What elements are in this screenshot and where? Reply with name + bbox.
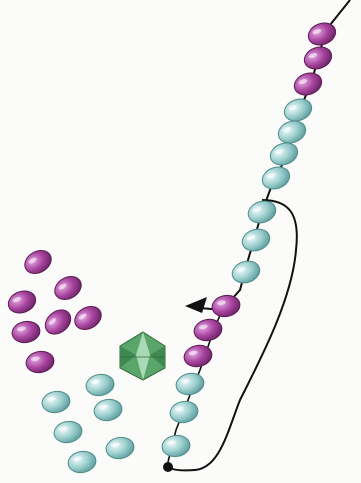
loose-bead bbox=[92, 397, 123, 423]
loose-bead bbox=[66, 449, 97, 475]
strand-bead bbox=[168, 399, 199, 425]
loose-bead bbox=[5, 287, 38, 316]
loose-bead bbox=[51, 272, 86, 304]
loose-bead bbox=[41, 305, 76, 339]
knot-dot-icon bbox=[163, 462, 173, 472]
strand-bead bbox=[291, 69, 324, 98]
strand-bead bbox=[210, 293, 241, 319]
strand-bead bbox=[161, 434, 192, 459]
strand-bead bbox=[174, 371, 206, 397]
loose-bead bbox=[52, 419, 83, 445]
loose-bead bbox=[104, 435, 135, 461]
strand-bead bbox=[239, 226, 272, 255]
strand-bead bbox=[229, 258, 262, 287]
strand-bead bbox=[275, 117, 308, 146]
arrow-left-icon bbox=[185, 297, 207, 313]
strand-bead bbox=[182, 343, 214, 369]
strand-bead bbox=[259, 163, 292, 192]
strand-bead bbox=[267, 139, 300, 168]
loose-bead bbox=[71, 302, 106, 334]
loose-bead bbox=[10, 319, 41, 345]
strand-beads-group bbox=[161, 19, 339, 458]
loose-bead bbox=[24, 349, 55, 375]
strand-bead bbox=[305, 19, 338, 48]
loose-beads-group bbox=[5, 246, 135, 475]
strand-bead bbox=[301, 43, 334, 72]
strand-bead bbox=[281, 95, 314, 124]
crystal-bicone-icon bbox=[120, 332, 165, 380]
thread-loop-line bbox=[168, 200, 297, 470]
loose-bead bbox=[84, 372, 115, 398]
loose-bead bbox=[40, 389, 71, 415]
strand-bead bbox=[192, 317, 224, 343]
loose-bead bbox=[21, 246, 56, 278]
